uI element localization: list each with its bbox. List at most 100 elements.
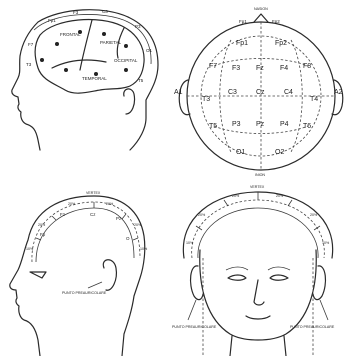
electrode-dot: [102, 32, 106, 36]
lobe-label: OCCIPITAL: [114, 58, 138, 63]
label-f7: F7: [209, 63, 217, 70]
left-brow: [226, 267, 248, 270]
right-brow: [268, 267, 290, 270]
label-t3: T3: [202, 96, 210, 103]
skull-outline: [183, 192, 332, 258]
electrode-dot: [40, 58, 44, 62]
percent-label: 20%: [134, 223, 142, 227]
ear-2: [103, 260, 116, 290]
percent-label: 10%: [186, 241, 194, 245]
ear-pointer: [88, 282, 102, 288]
electrode-label: O: [126, 236, 130, 241]
label-o1: O1: [236, 149, 245, 156]
tick: [52, 216, 56, 220]
electrode-label: Fz: [60, 212, 66, 217]
label-fp2: Fp2: [272, 19, 280, 24]
lobe-label: TEMPORAL: [82, 76, 107, 81]
panel-front-measure: VERTEX 20% 20% 20% 20% 10% 10% PUNTO PRE…: [172, 185, 335, 356]
percent-label: 10%: [140, 247, 148, 251]
panel-top-view: Fp1 Fp2 Fp1 Fp2 F7 F3 Fz F4 F8 A1 T3 C3 …: [174, 7, 343, 177]
percent-label: 20%: [106, 202, 114, 206]
electrode-label: T3: [26, 62, 32, 67]
label-f8: F8: [303, 63, 311, 70]
label-t6: T6: [303, 123, 311, 130]
lobe-label: FRONTAL: [60, 32, 81, 37]
electrode-dot: [55, 42, 59, 46]
nose: [254, 14, 268, 22]
label-fp1-inner: Fp1: [236, 40, 248, 47]
ref-line-right: [320, 300, 328, 320]
electrode-label: Pz: [116, 216, 122, 221]
nose-front: [254, 280, 264, 305]
label-fz: Fz: [256, 65, 264, 72]
label-c3: C3: [228, 89, 237, 96]
neck-left: [230, 336, 232, 356]
label-a1: A1: [174, 89, 183, 96]
electrode-label: Cz: [90, 212, 96, 217]
electrode-dot: [124, 68, 128, 72]
label-cz: Cz: [256, 89, 265, 96]
electrode-label: C3: [102, 9, 108, 14]
percent-label: 20%: [38, 223, 46, 227]
nasion-label: NASION: [254, 7, 268, 11]
tick: [122, 214, 126, 219]
head-profile-2: [10, 196, 145, 356]
label-t5: T5: [209, 123, 217, 130]
tick: [314, 226, 320, 230]
tick: [36, 238, 41, 240]
label-p4: P4: [280, 121, 289, 128]
label-c4: C4: [284, 89, 293, 96]
electrode-label: T5: [138, 78, 144, 83]
label-pz: Pz: [256, 121, 265, 128]
percent-label: 20%: [276, 194, 284, 198]
percent-label: 20%: [68, 202, 76, 206]
neck-right: [284, 336, 286, 356]
label-fp2-inner: Fp2: [275, 40, 287, 47]
percent-label: 10%: [26, 247, 34, 251]
label-p3: P3: [232, 121, 241, 128]
inion-label: INION: [255, 173, 265, 177]
tick: [196, 226, 202, 230]
electrode-label: O1: [146, 48, 153, 53]
panel-side-measure: VERTEX 10% 20% 20% 20% 20% 10% Fp Fz Cz …: [10, 191, 148, 356]
eye: [30, 272, 46, 278]
tick: [288, 200, 292, 206]
right-ref-label: PUNTO PREAURICOLARE: [290, 325, 335, 329]
left-eye: [228, 275, 246, 280]
electrode-dot: [124, 44, 128, 48]
electrode-label: F3: [73, 10, 79, 15]
label-f3: F3: [232, 65, 240, 72]
tick: [224, 200, 228, 206]
percent-label: 20%: [198, 213, 206, 217]
lateral-sulcus: [52, 60, 106, 68]
lobe-label: PARIETAL: [100, 40, 122, 45]
ear: [124, 89, 135, 114]
electrode-label: Fp1: [48, 18, 56, 23]
ref-line-left: [188, 300, 196, 320]
electrode-label: F7: [28, 42, 34, 47]
electrode-label: Fp: [40, 232, 46, 237]
label-f4: F4: [280, 65, 288, 72]
right-eye: [270, 275, 288, 280]
central-sulcus: [80, 20, 92, 70]
label-fp1: Fp1: [239, 19, 247, 24]
label-o2: O2: [275, 149, 284, 156]
electrode-label: P3: [135, 24, 141, 29]
electrode-dot: [64, 68, 68, 72]
left-ref-label: PUNTO PREAURICOLARE: [172, 325, 217, 329]
percent-label: 20%: [310, 213, 318, 217]
vertex-label: VERTEX: [86, 191, 101, 195]
label-a2: A2: [334, 89, 343, 96]
skull-band-2: [198, 208, 318, 258]
measure-arc: [32, 202, 140, 262]
mouth: [246, 316, 270, 319]
skull-inner: [192, 200, 325, 258]
percent-label: 10%: [322, 241, 330, 245]
percent-label: 20%: [232, 194, 240, 198]
panel-side-brain: FRONTAL PARIETAL TEMPORAL OCCIPITAL Fp1 …: [12, 9, 158, 150]
preauricular-label: PUNTO PREAURICOLARE: [62, 291, 107, 295]
tick: [133, 238, 138, 240]
label-t4: T4: [310, 96, 318, 103]
top-label: VERTEX: [250, 185, 265, 189]
